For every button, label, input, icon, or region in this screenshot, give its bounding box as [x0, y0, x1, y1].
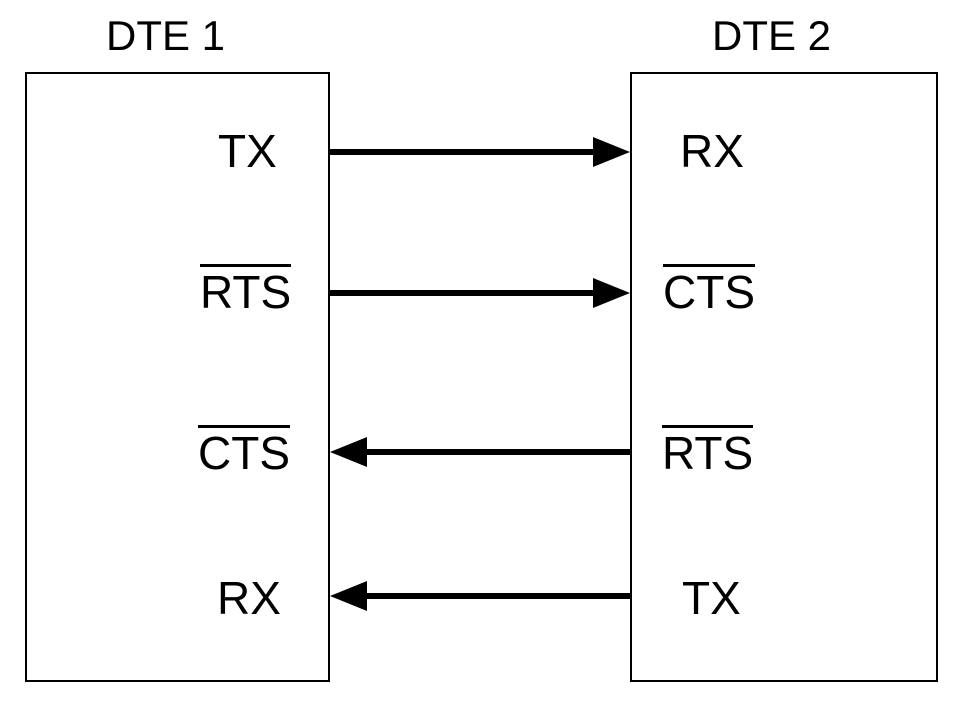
dte-1-title: DTE 1	[106, 12, 226, 59]
dte-2-title: DTE 2	[712, 12, 832, 59]
dte-1-cts-overline-text: CTS	[198, 425, 290, 479]
dte-2-rx-label: RX	[680, 125, 744, 177]
tx-to-rx-arrow	[330, 137, 630, 167]
dte-2-cts-overline-text: CTS	[663, 264, 755, 318]
dte-2-cts-label: CTS	[663, 264, 755, 320]
dte-1-cts-label: CTS	[198, 425, 290, 481]
dte-1-rts-label: RTS	[200, 264, 292, 320]
rts-to-cts-arrow	[330, 278, 630, 308]
dte-1-box	[25, 72, 330, 682]
tx-to-rx-return-arrow	[330, 581, 630, 611]
dte-1-tx-label: TX	[218, 125, 277, 177]
dte-1-rts-overline-text: RTS	[200, 264, 292, 318]
dte-2-tx-label: TX	[682, 572, 741, 624]
rts-to-cts-return-arrow	[330, 437, 630, 467]
dte-2-box	[630, 72, 938, 682]
dte-2-rts-label: RTS	[662, 425, 754, 481]
dte-2-rts-overline-text: RTS	[662, 425, 754, 479]
dte-1-rx-label: RX	[217, 572, 281, 624]
